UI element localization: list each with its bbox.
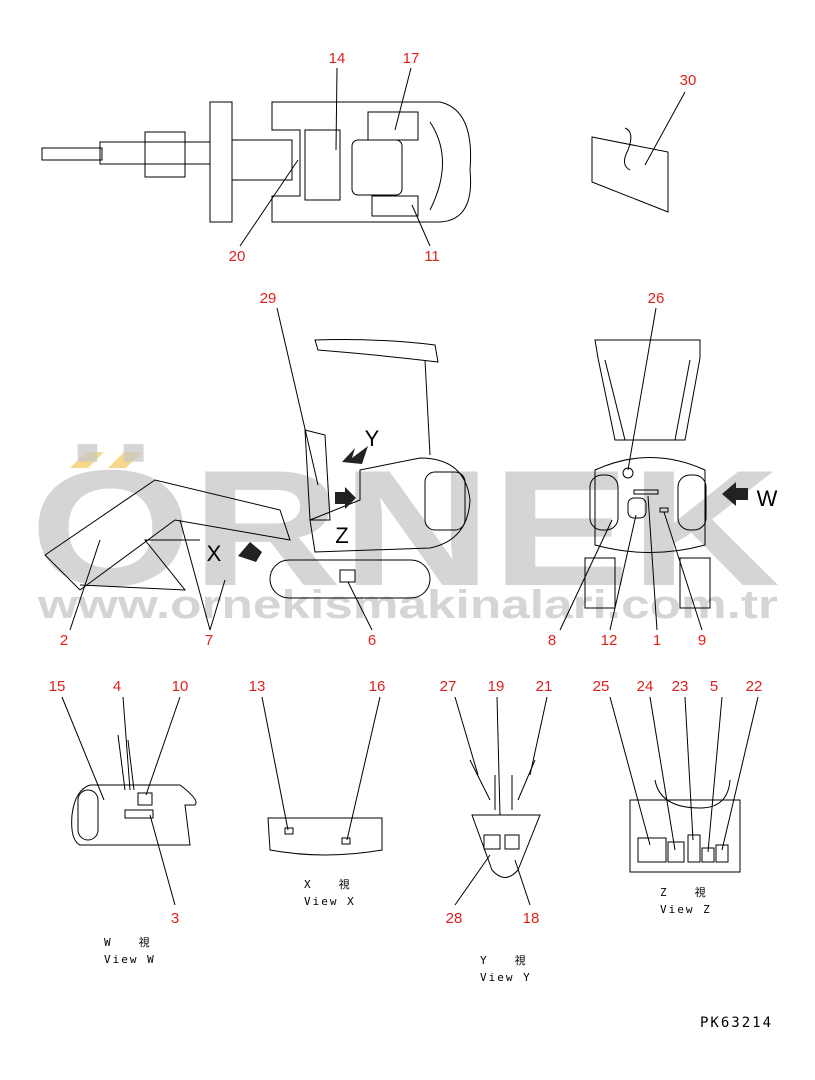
decal-30-drawing — [591, 127, 669, 213]
callout-29: 29 — [260, 290, 277, 307]
watermark-accent — [108, 452, 142, 468]
callout-3: 3 — [171, 910, 179, 927]
view-arrows — [238, 446, 748, 562]
view-z-drawing — [629, 779, 741, 873]
view-z-caption-jp: Z 視 — [660, 885, 708, 899]
arrow-y-icon — [342, 446, 368, 464]
side-view-drawing — [44, 339, 471, 599]
callout-20: 20 — [229, 248, 246, 265]
callout-9: 9 — [698, 632, 706, 649]
callout-15: 15 — [49, 678, 66, 695]
view-x-caption-jp: X 視 — [304, 877, 352, 891]
callout-14: 14 — [329, 50, 346, 67]
view-y-caption: View Y — [480, 971, 532, 984]
top-view-drawing — [41, 101, 472, 223]
callout-27: 27 — [440, 678, 457, 695]
callout-17: 17 — [403, 50, 420, 67]
callout-18: 18 — [523, 910, 540, 927]
callout-8: 8 — [548, 632, 556, 649]
view-y-caption-jp: Y 視 — [480, 953, 528, 967]
callout-25: 25 — [593, 678, 610, 695]
view-y-drawing — [469, 759, 541, 878]
rear-view-drawing — [584, 339, 711, 609]
arrow-w-icon — [722, 482, 748, 506]
callout-6: 6 — [368, 632, 376, 649]
watermark-accent — [70, 452, 104, 468]
watermark: ÖRNEK www.ornekismakinalari.com.tr — [30, 436, 780, 627]
view-x-drawing — [267, 817, 383, 856]
view-w-caption-jp: W 視 — [104, 935, 152, 949]
callout-21: 21 — [536, 678, 553, 695]
callout-numbers: 14 17 30 20 11 29 26 2 7 6 8 12 1 9 15 4… — [49, 50, 763, 927]
callout-26: 26 — [648, 290, 665, 307]
view-letter-w: W — [757, 486, 778, 511]
callout-5: 5 — [710, 678, 718, 695]
callout-7: 7 — [205, 632, 213, 649]
callout-30: 30 — [680, 72, 697, 89]
callout-19: 19 — [488, 678, 505, 695]
watermark-brand: ÖRNEK — [30, 436, 780, 620]
view-letter-z: Z — [335, 523, 348, 548]
callout-11: 11 — [424, 248, 440, 265]
view-w-caption: View W — [104, 953, 156, 966]
arrow-z-icon — [335, 492, 345, 504]
view-letter-x: X — [207, 541, 222, 566]
callout-13: 13 — [249, 678, 266, 695]
view-z-caption: View Z — [660, 903, 712, 916]
drawing-code: PK63214 — [700, 1015, 773, 1031]
callout-28: 28 — [446, 910, 463, 927]
view-letter-y: Y — [365, 426, 380, 451]
view-x-caption: View X — [304, 895, 356, 908]
callout-1: 1 — [653, 632, 661, 649]
callout-4: 4 — [113, 678, 121, 695]
leader-lines — [61, 67, 759, 906]
watermark-url: www.ornekismakinalari.com.tr — [37, 583, 778, 627]
callout-16: 16 — [369, 678, 386, 695]
callout-2: 2 — [60, 632, 68, 649]
callout-12: 12 — [601, 632, 618, 649]
arrow-x-icon — [238, 542, 262, 562]
callout-24: 24 — [637, 678, 654, 695]
callout-22: 22 — [746, 678, 763, 695]
callout-23: 23 — [672, 678, 689, 695]
view-w-drawing — [71, 734, 197, 846]
callout-10: 10 — [172, 678, 189, 695]
